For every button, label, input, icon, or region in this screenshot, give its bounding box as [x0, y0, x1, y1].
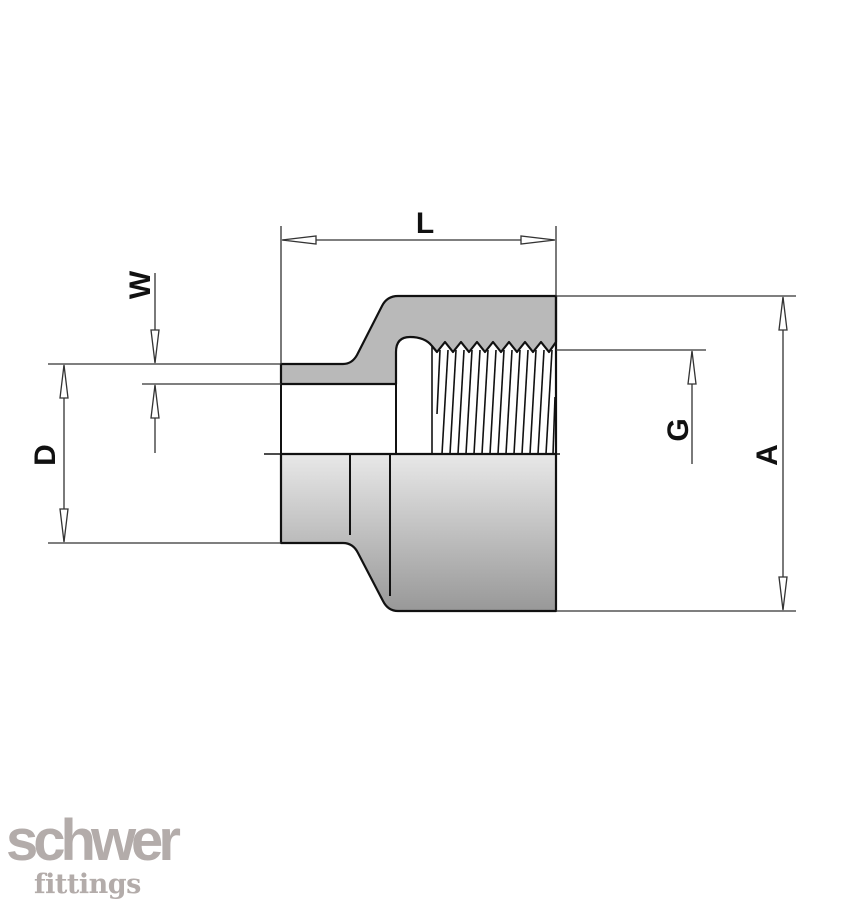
section-wall	[279, 294, 558, 386]
dimension-W	[48, 273, 281, 453]
logo-brand: schwer	[6, 808, 181, 873]
dimension-D	[48, 364, 281, 544]
dim-label-G: G	[662, 418, 695, 441]
dim-label-D: D	[29, 444, 62, 466]
thread-lines	[431, 346, 556, 455]
dimension-A	[556, 295, 796, 612]
dimension-G	[556, 349, 706, 464]
brand-logo: schwer fittings	[6, 808, 181, 900]
section-view	[264, 294, 566, 455]
dim-label-W: W	[124, 270, 157, 299]
dim-label-A: A	[751, 444, 784, 466]
dimension-L	[280, 226, 557, 364]
exterior-view	[279, 452, 558, 613]
body-exterior	[279, 452, 558, 613]
logo-sub: fittings	[34, 869, 141, 900]
dim-label-L: L	[416, 207, 434, 240]
